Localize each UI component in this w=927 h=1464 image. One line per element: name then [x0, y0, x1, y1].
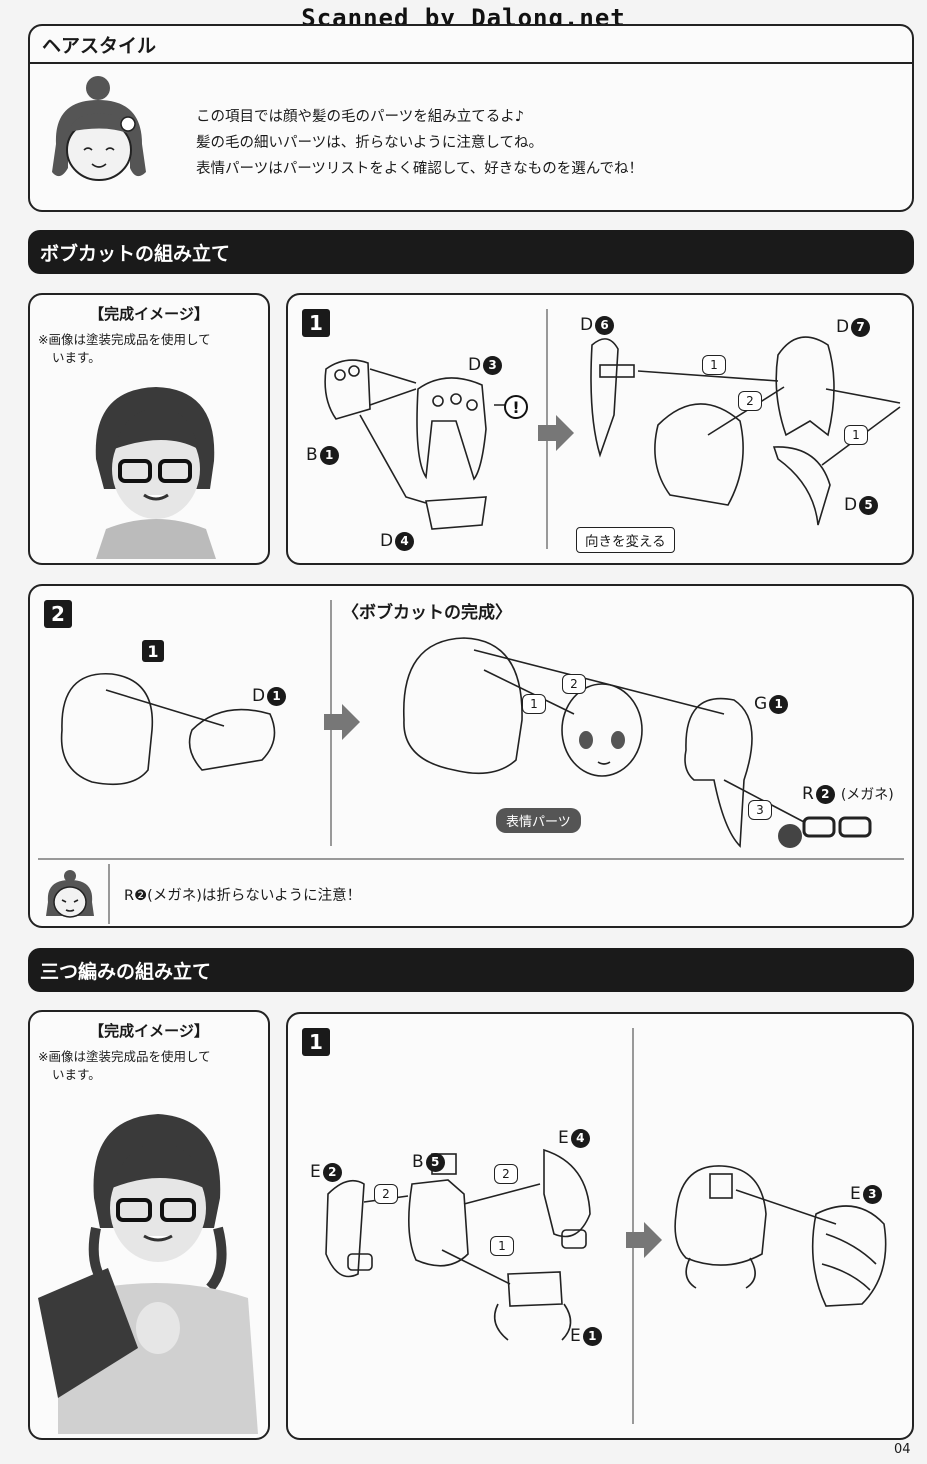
order-badge-c2: 2 [494, 1164, 518, 1184]
braid-image-card: 【完成イメージ】 ※画像は塗装完成品を使用して います。 [28, 1010, 270, 1440]
bob-step2-right-diagram [403, 637, 872, 848]
braid-image-title: 【完成イメージ】 [89, 1022, 209, 1040]
bob-figure-photo [95, 387, 216, 559]
part-letter: D [844, 495, 858, 515]
change-direction-tag: 向きを変える [576, 527, 675, 553]
braid-image-note-2: います。 [52, 1067, 101, 1082]
order-badge-c1: 2 [374, 1184, 398, 1204]
part-letter: E [558, 1128, 569, 1148]
part-letter: R [802, 784, 814, 804]
braid-section-title: 三つ編みの組み立て [28, 948, 914, 992]
expression-parts-tag: 表情パーツ [496, 808, 581, 833]
glasses-warning-text: R❷(メガネ)は折らないように注意！ [124, 888, 362, 904]
part-number: 3 [483, 355, 503, 375]
bob-step2-number: 2 [44, 600, 72, 628]
caution-icon: ! [504, 395, 528, 419]
intro-line-3: 表情パーツはパーツリストをよく確認して、好きなものを選んでね！ [196, 161, 644, 177]
part-number: 1 [769, 694, 789, 714]
order-badge-b2: 2 [562, 674, 586, 694]
part-number: 7 [851, 317, 871, 337]
step-arrow-icon-3 [626, 1222, 662, 1258]
part-number: 1 [582, 1326, 602, 1346]
ref-step-number: 1 [142, 640, 164, 662]
braid-figure-photo [38, 1114, 258, 1434]
bob-complete-title: 〈ボブカットの完成〉 [342, 603, 512, 623]
step-arrow-icon [538, 415, 574, 451]
warning-icon-divider [108, 864, 110, 924]
part-number: 2 [322, 1162, 342, 1182]
order-badge-3: 1 [844, 425, 868, 445]
order-badge-2: 2 [738, 391, 762, 411]
bob-step2-left-diagram [60, 673, 276, 786]
braid-step1-right-diagram [674, 1165, 887, 1307]
mascot-warning-icon [46, 870, 94, 918]
part-letter: D [468, 355, 482, 375]
part-letter: D [580, 315, 594, 335]
part-letter: G [754, 694, 768, 714]
part-letter: E [570, 1326, 581, 1346]
bob-image-note: ※画像は塗装完成品を使用して [38, 332, 211, 347]
braid-image-note: ※画像は塗装完成品を使用して [38, 1049, 211, 1064]
part-letter: E [310, 1162, 321, 1182]
bob-image-card: 【完成イメージ】 ※画像は塗装完成品を使用して います。 [28, 293, 270, 565]
braid-step1-divider [632, 1028, 634, 1424]
part-number: 5 [859, 495, 879, 515]
bob-section-title: ボブカットの組み立て [28, 230, 914, 274]
warning-divider [38, 858, 904, 860]
intro-line-2: 髪の毛の細いパーツは、折らないように注意してね。 [196, 135, 543, 151]
hair-style-title: ヘアスタイル [30, 26, 912, 64]
intro-line-1: この項目では顔や髪の毛のパーツを組み立てるよ♪ [196, 109, 524, 125]
bob-step1-number: 1 [302, 309, 330, 337]
page-number: 04 [894, 1442, 911, 1457]
part-number: 1 [267, 686, 287, 706]
part-letter: D [380, 531, 394, 551]
part-letter: B [306, 445, 318, 465]
part-number: 1 [319, 445, 339, 465]
glasses-label: (メガネ) [840, 787, 894, 803]
bob-step1-right-diagram [590, 336, 901, 526]
part-number: 5 [425, 1152, 445, 1172]
part-letter: D [836, 317, 850, 337]
part-letter: E [850, 1184, 861, 1204]
order-badge-1: 1 [702, 355, 726, 375]
braid-step1-number: 1 [302, 1028, 330, 1056]
mascot-face-icon [52, 76, 146, 181]
bob-image-note-2: います。 [52, 350, 101, 365]
part-number: 4 [395, 531, 415, 551]
part-number: 4 [570, 1128, 590, 1148]
part-letter: B [412, 1152, 424, 1172]
part-number: 2 [815, 784, 835, 804]
hair-style-panel: ヘアスタイル この項目では顔や髪の毛のパーツを組み立てるよ♪ 髪の毛の細いパーツ… [28, 24, 914, 212]
order-badge-b1: 1 [522, 694, 546, 714]
bob-step1-left-diagram [324, 359, 516, 530]
order-badge-b3: 3 [748, 800, 772, 820]
part-number: 3 [862, 1184, 882, 1204]
step-arrow-icon-2 [324, 704, 360, 740]
bob-image-title: 【完成イメージ】 [89, 305, 209, 323]
part-letter: D [252, 686, 266, 706]
part-number: 6 [595, 315, 615, 335]
order-badge-c3: 1 [490, 1236, 514, 1256]
braid-step1-left-diagram [325, 1148, 591, 1341]
